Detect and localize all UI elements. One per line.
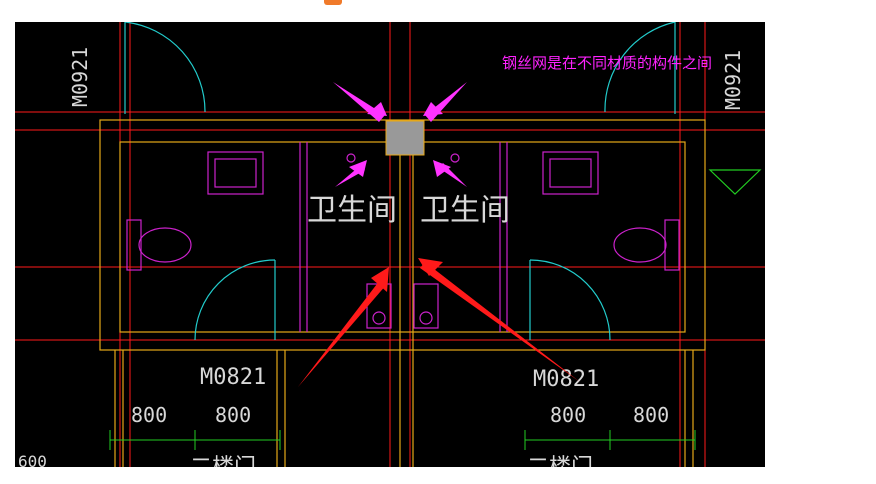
steel-mesh-block — [385, 120, 425, 156]
toilet-left — [126, 219, 142, 271]
room-label-right: 卫生间 — [420, 193, 510, 228]
partial-label-right: 二楼门 — [527, 455, 593, 467]
sink-right — [542, 151, 599, 195]
dim-label-right-2: 800 — [633, 403, 669, 427]
walls — [99, 119, 706, 467]
door-swings — [124, 22, 676, 341]
level-marker-icon — [708, 169, 762, 195]
toilet-right — [664, 219, 680, 271]
annotation-note: 钢丝网是在不同材质的构件之间 — [502, 54, 712, 72]
floor-plan-drawing: M0921 M0921 卫生间 卫生间 M0821 M0821 800 800 … — [15, 22, 765, 467]
magenta-arrows — [333, 82, 467, 187]
dim-label-edge: 600 — [18, 452, 47, 467]
door-tag-left-vertical: M0921 — [68, 47, 92, 107]
app-top-tab — [324, 0, 342, 5]
door-tag-bottom-right: M0821 — [533, 367, 599, 392]
door-tag-bottom-left: M0821 — [200, 365, 266, 390]
door-tag-right-vertical: M0921 — [721, 50, 745, 110]
dim-label-right-1: 800 — [550, 403, 586, 427]
dimension-lines — [109, 430, 696, 450]
red-arrows — [298, 258, 580, 387]
partial-label-left: 二楼门 — [190, 455, 256, 467]
dim-label-left-2: 800 — [215, 403, 251, 427]
room-label-left: 卫生间 — [307, 193, 397, 228]
sink-left — [207, 151, 264, 195]
dim-label-left-1: 800 — [131, 403, 167, 427]
cad-drawing-viewport[interactable]: M0921 M0921 卫生间 卫生间 M0821 M0821 800 800 … — [15, 22, 765, 467]
fixtures — [126, 142, 680, 332]
